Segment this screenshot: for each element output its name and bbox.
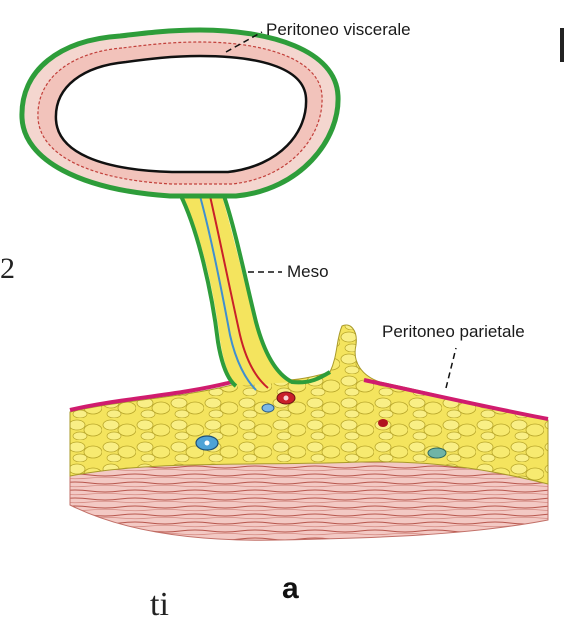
muscle-layer (70, 458, 548, 541)
vessel-vein-1 (262, 404, 274, 412)
side-number: 2 (0, 252, 15, 286)
vessel-artery-2 (378, 419, 388, 427)
bowel-lumen (56, 56, 306, 172)
vessel-vein-3 (428, 448, 446, 458)
diagram-drawing (0, 0, 576, 610)
mesentery-diagram: Peritoneo viscerale Meso Peritoneo parie… (0, 0, 576, 610)
scan-edge-mark (560, 28, 576, 62)
label-peritoneo-viscerale: Peritoneo viscerale (266, 20, 411, 40)
leader-parietal (446, 348, 456, 388)
panel-letter: a (282, 572, 299, 606)
label-meso: Meso (287, 262, 329, 282)
label-peritoneo-parietale: Peritoneo parietale (382, 322, 525, 342)
bottom-text-fragment: ti (150, 586, 169, 624)
